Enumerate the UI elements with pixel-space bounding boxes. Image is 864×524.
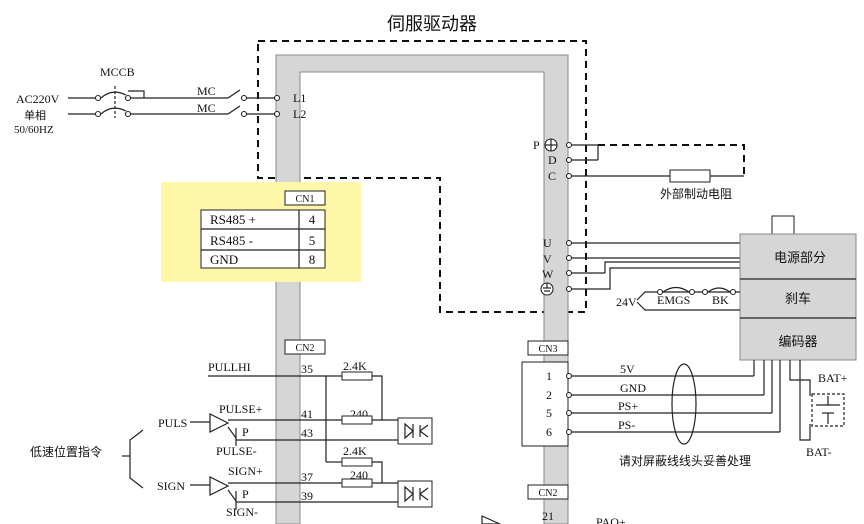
cn1-row-pin: 4: [309, 212, 316, 227]
resistor-2k4-bottom-label: 2.4K: [343, 444, 367, 458]
terminal-u: U: [543, 236, 552, 250]
pin-39: 39: [301, 489, 313, 503]
motor-power-wiring: [540, 239, 740, 296]
terminal-l2: L2: [293, 107, 306, 121]
terminal-p: P: [533, 138, 540, 152]
cn1-label: CN1: [296, 194, 315, 205]
cn1-row-pin: 8: [309, 252, 316, 267]
resistor-2k4-top-label: 2.4K: [343, 359, 367, 373]
battery-minus-label: BAT-: [806, 445, 832, 459]
driver-outline: [257, 40, 587, 313]
battery-plus-label: BAT+: [818, 371, 848, 385]
pulse-minus-label: PULSE-: [216, 444, 257, 458]
brake-circuit: [636, 286, 740, 311]
motor-encoder-section: 编码器: [778, 335, 817, 350]
cn1-row-signal: GND: [210, 252, 238, 267]
terminal-l1: L1: [293, 91, 306, 105]
pao-plus-partial: PAO+: [596, 515, 626, 524]
puls-label: PULS: [158, 416, 187, 430]
cn3-pin: 1: [546, 369, 552, 383]
cn2-left-label: CN2: [296, 343, 315, 354]
regen-dashed-link: [598, 144, 745, 176]
pulse-plus-label: PULSE+: [219, 402, 263, 416]
terminal-c: C: [548, 169, 556, 183]
motor-block: [739, 215, 857, 361]
ac-phase-label: 单相: [24, 109, 46, 122]
cn1-row-pin: 5: [309, 233, 316, 248]
pullhi-label: PULLHI: [208, 360, 251, 374]
terminal-v: V: [543, 252, 552, 266]
driver-body-rail: [275, 54, 569, 524]
sign-minus-label: SIGN-: [226, 505, 258, 519]
cn1-row-signal: RS485 -: [210, 233, 253, 248]
external-brake-resistor-label: 外部制动电阻: [660, 186, 732, 201]
mc-contact-label-1: MC: [197, 84, 216, 98]
cn1-table: [200, 209, 326, 269]
regen-wiring: [544, 138, 744, 183]
brake-voltage-label: 24V: [616, 295, 637, 309]
pin-35: 35: [301, 362, 313, 376]
pulse-input-wiring: [122, 371, 433, 510]
cn2-bottom-label: CN2: [539, 488, 558, 499]
p-mark-bottom: P: [242, 487, 249, 501]
sign-label: SIGN: [157, 479, 185, 493]
sign-plus-label: SIGN+: [228, 464, 263, 478]
diagram-title: 伺服驱动器: [387, 14, 477, 35]
motor-power-section: 电源部分: [774, 251, 826, 266]
cn3-signal: PS+: [618, 399, 638, 413]
mccb-label: MCCB: [100, 65, 135, 79]
terminal-w: W: [542, 267, 554, 281]
cn2-bottom-pin-21: 21: [542, 509, 554, 523]
mccb-breaker: [68, 86, 228, 118]
pin-37: 37: [301, 470, 313, 484]
cn3-signal: PS-: [618, 418, 635, 432]
pin-41: 41: [301, 407, 313, 421]
brake-bk-label: BK: [712, 293, 729, 307]
cn1-row-signal: RS485 +: [210, 212, 256, 227]
cn3-pin: 2: [546, 388, 552, 402]
brake-relay-label: EMGS: [657, 293, 690, 307]
ac-voltage-label: AC220V: [16, 92, 60, 106]
cn3-pin: 6: [546, 425, 552, 439]
cn3-signal: GND: [620, 381, 646, 395]
mc-contact-label-2: MC: [197, 101, 216, 115]
cn3-block: [521, 360, 845, 447]
shield-note: 请对屏蔽线线头妥善处理: [619, 453, 751, 468]
ac-frequency-label: 50/60HZ: [14, 124, 54, 136]
p-mark-top: P: [242, 425, 249, 439]
pin-43: 43: [301, 426, 313, 440]
cn3-label: CN3: [539, 344, 558, 355]
low-speed-position-command-label: 低速位置指令: [30, 444, 102, 459]
mc-contactor: [227, 89, 281, 118]
cn3-pin: 5: [546, 406, 552, 420]
cn3-signal: 5V: [620, 362, 635, 376]
motor-brake-section: 刹车: [785, 291, 811, 307]
pao-output-buffer: [481, 515, 501, 524]
terminal-d: D: [548, 153, 557, 167]
